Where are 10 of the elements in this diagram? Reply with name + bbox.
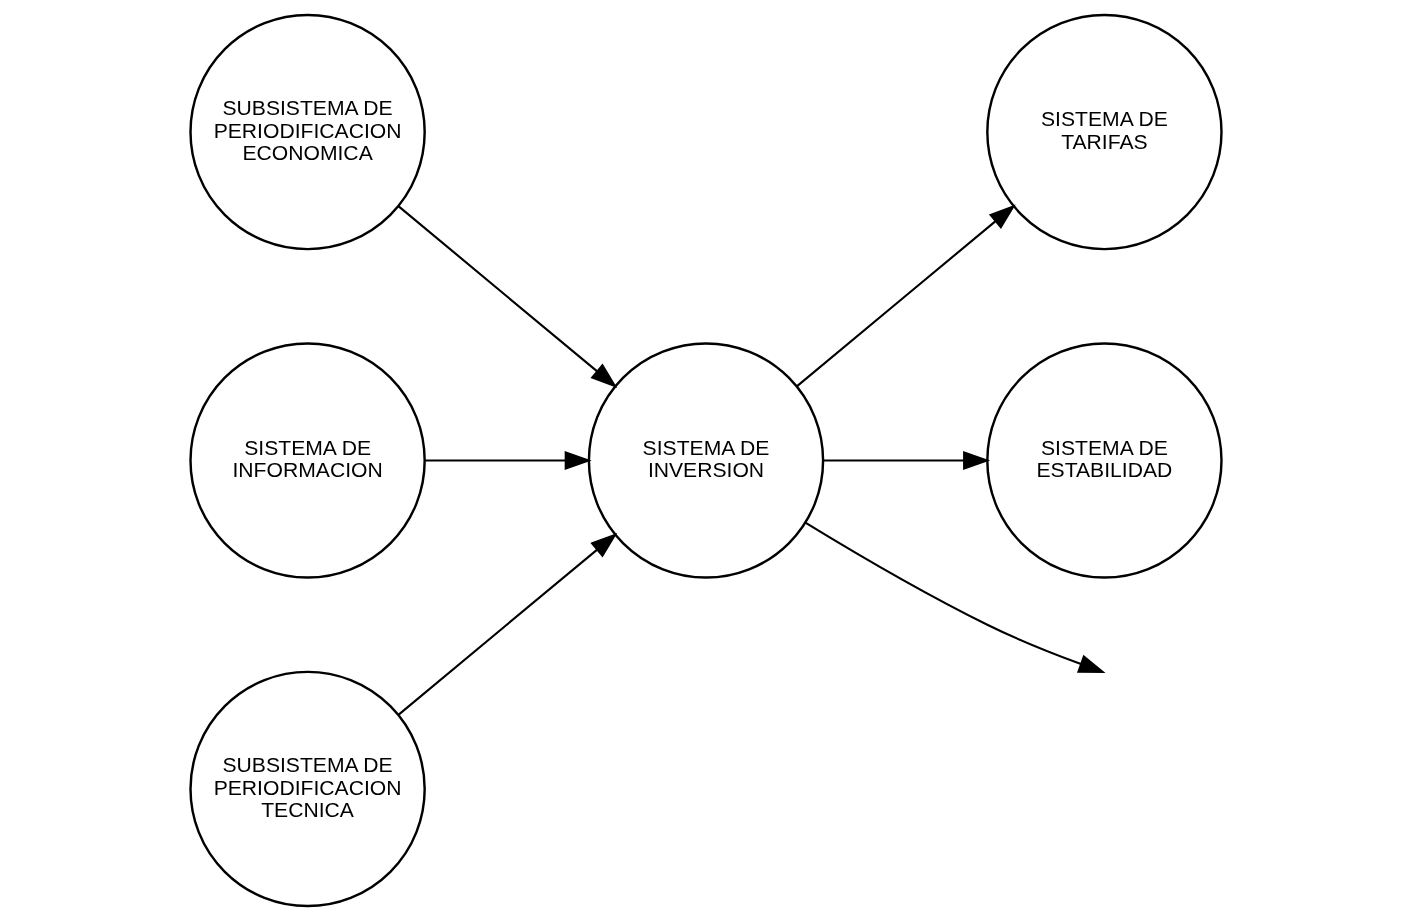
arrow: [425, 451, 592, 470]
node-circle: SUBSISTEMA DE PERIODIFICACION TECNICA: [189, 670, 426, 908]
node-circle: SUBSISTEMA DE PERIODIFICACION ECONOMICA: [189, 13, 426, 251]
arrow: [397, 205, 618, 389]
arrow: [796, 204, 1016, 388]
arrow: [823, 451, 991, 470]
arrow: [804, 521, 1106, 673]
node-circle: SISTEMA DE ESTABILIDAD: [986, 342, 1223, 579]
node-circle: SISTEMA DE INFORMACION: [189, 342, 426, 579]
arrow: [397, 532, 618, 716]
